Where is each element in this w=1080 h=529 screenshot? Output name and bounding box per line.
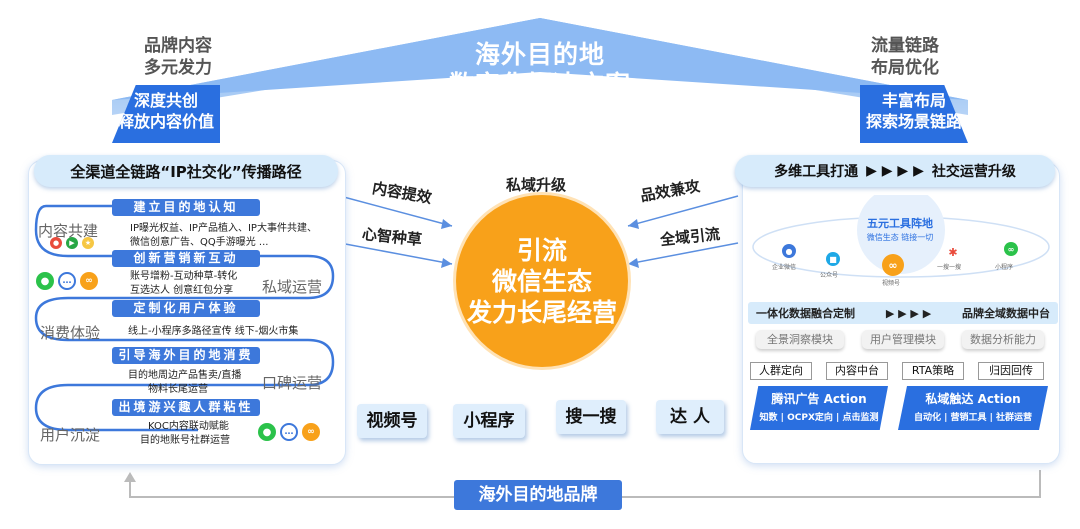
data-row-arrows: ▶ ▶ ▶ ▶ bbox=[885, 306, 932, 320]
step-1-bar: 建立目的地认知 bbox=[112, 199, 260, 216]
wechat-icon: ● bbox=[36, 272, 54, 290]
tool-label-3: 视频号 bbox=[882, 280, 901, 287]
colorful-app-icon: ● bbox=[50, 237, 62, 249]
wechat-icon: ● bbox=[258, 423, 276, 441]
top-right-flag-line1: 丰富布局 bbox=[881, 91, 946, 110]
top-right-caption-line1: 流量链路 bbox=[871, 36, 939, 56]
center-line2: 微信生态 bbox=[491, 267, 592, 296]
step-5-bar: 出境游兴趣人群粘性 bbox=[112, 399, 260, 416]
hub-title: 五元工具阵地 bbox=[867, 217, 933, 230]
data-row-right: 品牌全域数据中台 bbox=[961, 307, 1050, 320]
roof-title-line1: 海外目的地 bbox=[474, 40, 605, 69]
card1-sub: 知数 | OCPX定向 | 点击监测 bbox=[759, 413, 879, 423]
step-2-bar: 创新营销新互动 bbox=[112, 250, 260, 267]
box-rta: RTA策略 bbox=[902, 362, 964, 380]
data-row-left: 一体化数据融合定制 bbox=[756, 307, 855, 320]
top-left-caption-line1: 品牌内容 bbox=[144, 36, 212, 56]
step-1-desc1: IP曝光权益、IP产品植入、IP大事件共建、 bbox=[130, 223, 317, 234]
left-panel-title: 全渠道全链路“IP社交化”传播路径 bbox=[34, 155, 338, 187]
data-row: 一体化数据融合定制 ▶ ▶ ▶ ▶ 品牌全域数据中台 bbox=[748, 302, 1058, 324]
center-text: 引流 微信生态 发力长尾经营 bbox=[456, 235, 628, 328]
card1-title: 腾讯广告 Action bbox=[771, 392, 867, 406]
step-4-bar: 引导海外目的地消费 bbox=[112, 347, 260, 364]
roof-title-line2: 数字化解决方案 bbox=[448, 70, 631, 99]
mini-program-icon: ∞ bbox=[1004, 242, 1018, 256]
module-user: 用户管理模块 bbox=[862, 330, 944, 349]
top-left-flag-line2: 释放内容价值 bbox=[117, 112, 214, 131]
step-3-side: 消费体验 bbox=[40, 324, 101, 342]
card-tencent-ads: 腾讯广告 Action 知数 | OCPX定向 | 点击监测 bbox=[750, 386, 888, 430]
center-top-label: 私域升级 bbox=[506, 176, 567, 194]
center-line3: 发力长尾经营 bbox=[466, 298, 617, 327]
channel-search: 搜一搜 bbox=[556, 400, 626, 434]
step-5-icons: ● … ∞ bbox=[258, 423, 320, 441]
step-4-desc2: 物料长尾运营 bbox=[148, 384, 208, 395]
video-channel-icon: ∞ bbox=[882, 254, 904, 276]
search-icon: ✱ bbox=[946, 245, 960, 259]
center-circle bbox=[456, 195, 628, 367]
hub-sub: 微信生态 链接一切 bbox=[866, 233, 934, 242]
brand-label: 海外目的地品牌 bbox=[454, 480, 622, 510]
top-left-caption: 品牌内容 多元发力 bbox=[118, 35, 238, 79]
top-left-flag-line1: 深度共创 bbox=[133, 91, 198, 110]
top-right-caption: 流量链路 布局优化 bbox=[845, 35, 965, 79]
step-1-side: 内容共建 bbox=[38, 222, 99, 240]
step-5-desc1: KOC内容联动赋能 bbox=[148, 421, 229, 432]
tool-label-4: 小程序 bbox=[995, 264, 1014, 271]
card-private-reach: 私域触达 Action 自动化 | 营销工具 | 社群运营 bbox=[898, 386, 1048, 430]
chat-bubble-icon: … bbox=[280, 423, 298, 441]
step-4-desc1: 目的地周边产品售卖/直播 bbox=[128, 370, 242, 381]
play-icon: ▶ bbox=[66, 237, 78, 249]
step-1-icons: ● ▶ ★ bbox=[50, 237, 94, 249]
step-2-desc1: 账号增粉-互动种草-转化 bbox=[130, 271, 238, 282]
step-2-side: 私域运营 bbox=[262, 278, 323, 296]
step-1-desc2: 微信创意广告、QQ手游曝光 ... bbox=[130, 237, 269, 248]
tools-ellipse bbox=[752, 195, 1050, 278]
channel-video: 视频号 bbox=[357, 404, 427, 438]
card2-title: 私域触达 Action bbox=[925, 392, 1021, 406]
right-panel-title: 多维工具打通 ▶ ▶ ▶ ▶ 社交运营升级 bbox=[735, 155, 1055, 187]
tool-label-2: 公众号 bbox=[820, 272, 839, 279]
box-targeting: 人群定向 bbox=[750, 362, 812, 380]
chat-bubble-icon: … bbox=[58, 272, 76, 290]
right-title-right: 社交运营升级 bbox=[931, 164, 1016, 180]
module-insight: 全景洞察模块 bbox=[756, 330, 844, 349]
official-account-icon: ■ bbox=[826, 252, 840, 266]
step-4-side: 口碑运营 bbox=[262, 374, 323, 392]
roof-title: 海外目的地 数字化解决方案 bbox=[390, 40, 690, 100]
top-right-flag-line2: 探索场景链路 bbox=[865, 112, 962, 131]
channels-icon: ∞ bbox=[80, 272, 98, 290]
right-title-arrows: ▶ ▶ ▶ ▶ bbox=[866, 163, 924, 179]
module-analysis: 数据分析能力 bbox=[962, 330, 1044, 349]
box-attribution: 归因回传 bbox=[978, 362, 1044, 380]
game-icon: ★ bbox=[82, 237, 94, 249]
top-left-flag: 深度共创 释放内容价值 bbox=[112, 85, 220, 143]
top-right-caption-line2: 布局优化 bbox=[871, 58, 939, 78]
card2-sub: 自动化 | 营销工具 | 社群运营 bbox=[913, 413, 1033, 423]
channel-mini-program: 小程序 bbox=[453, 404, 525, 438]
enterprise-wechat-icon: ● bbox=[782, 244, 796, 258]
step-2-desc2: 互选达人 创意红包分享 bbox=[130, 285, 234, 296]
tool-label-5: 一搜一搜 bbox=[937, 264, 962, 271]
channels-icon: ∞ bbox=[302, 423, 320, 441]
step-5-desc2: 目的地账号社群运营 bbox=[140, 435, 230, 446]
channel-influencer: 达 人 bbox=[656, 400, 724, 434]
tool-label-1: 企业微信 bbox=[772, 264, 797, 271]
step-2-icons: ● … ∞ bbox=[36, 272, 98, 290]
step-3-desc1: 线上-小程序多路径宣传 线下-烟火市集 bbox=[128, 326, 299, 337]
box-content-hub: 内容中台 bbox=[826, 362, 888, 380]
step-5-side: 用户沉淀 bbox=[40, 426, 101, 444]
top-left-caption-line2: 多元发力 bbox=[144, 58, 212, 78]
right-title-left: 多维工具打通 bbox=[774, 164, 859, 180]
step-3-bar: 定制化用户体验 bbox=[112, 300, 260, 317]
center-line1: 引流 bbox=[516, 236, 567, 265]
